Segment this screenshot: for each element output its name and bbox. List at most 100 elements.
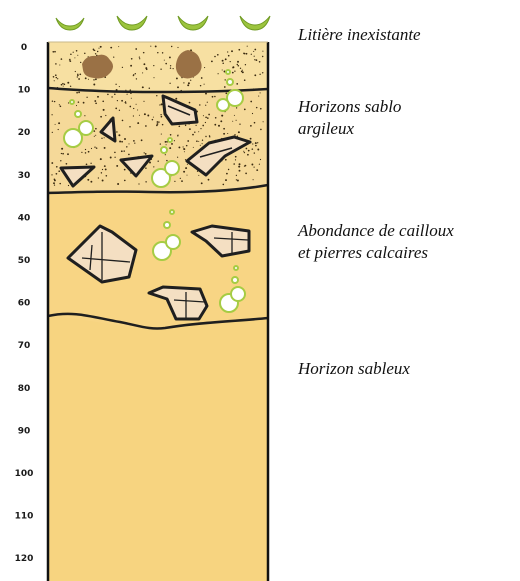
speckle: [95, 135, 96, 136]
speckle: [51, 174, 52, 175]
speckle: [205, 93, 207, 95]
speckle: [178, 125, 180, 127]
speckle: [104, 137, 105, 138]
speckle: [174, 140, 175, 141]
speckle: [200, 128, 201, 129]
speckle: [228, 169, 229, 170]
speckle: [157, 121, 159, 123]
speckle: [215, 117, 217, 119]
speckle: [254, 152, 255, 153]
speckle: [209, 135, 210, 136]
pore-bubble: [226, 70, 230, 74]
speckle: [208, 179, 210, 181]
speckle: [131, 58, 133, 60]
speckle: [192, 134, 194, 136]
speckle: [139, 56, 140, 57]
speckle: [110, 157, 112, 159]
speckle: [123, 150, 124, 151]
pore-bubble: [166, 235, 180, 249]
speckle: [75, 71, 76, 72]
speckle: [117, 100, 118, 101]
speckle: [128, 154, 130, 156]
speckle: [115, 84, 116, 85]
speckle: [139, 115, 140, 116]
speckle: [248, 150, 250, 152]
speckle: [214, 56, 216, 58]
speckle: [139, 58, 140, 59]
speckle: [90, 163, 91, 164]
speckle: [153, 166, 154, 167]
speckle: [174, 181, 175, 182]
annotation-text: Litière inexistante: [298, 24, 518, 46]
speckle: [222, 69, 223, 70]
speckle: [63, 86, 64, 87]
speckle: [94, 50, 95, 51]
speckle: [200, 145, 201, 146]
speckle: [214, 124, 216, 126]
speckle: [189, 102, 191, 104]
speckle: [161, 134, 162, 135]
speckle: [222, 60, 224, 62]
grass-tuft-icon: [56, 18, 84, 30]
speckle: [150, 46, 151, 47]
speckle: [133, 115, 134, 116]
speckle: [87, 179, 89, 181]
speckle: [202, 125, 204, 127]
speckle: [100, 116, 102, 118]
speckle: [190, 80, 191, 81]
annotation-sandy-clay: Horizons sablo argileux: [298, 96, 518, 140]
pore-bubble: [168, 138, 172, 142]
speckle: [236, 179, 237, 180]
speckle: [102, 180, 104, 182]
speckle: [62, 83, 64, 85]
speckle: [187, 164, 188, 165]
speckle: [256, 107, 257, 108]
speckle: [114, 157, 115, 158]
speckle: [56, 173, 58, 175]
depth-tick-label: 110: [15, 512, 34, 522]
speckle: [145, 181, 146, 182]
speckle: [143, 101, 144, 102]
pore-bubble: [232, 277, 238, 283]
speckle: [177, 86, 179, 88]
speckle: [77, 76, 78, 77]
speckle: [145, 167, 147, 169]
speckle: [262, 51, 263, 52]
speckle: [260, 92, 261, 93]
speckle: [161, 103, 163, 105]
depth-tick-label: 30: [18, 171, 31, 181]
speckle: [68, 185, 69, 186]
speckle: [88, 151, 90, 153]
speckle: [236, 120, 237, 121]
speckle: [177, 157, 178, 158]
speckle: [76, 105, 77, 106]
speckle: [145, 125, 147, 127]
pore-bubble: [164, 222, 170, 228]
speckle: [225, 92, 227, 94]
speckle: [84, 115, 85, 116]
speckle: [250, 138, 252, 140]
speckle: [199, 104, 200, 105]
speckle: [157, 160, 158, 161]
speckle: [147, 115, 149, 117]
speckle: [98, 48, 99, 49]
speckle: [222, 62, 224, 64]
speckle: [170, 67, 171, 68]
speckle: [97, 96, 99, 98]
speckle: [169, 83, 170, 84]
speckle: [232, 72, 234, 74]
speckle: [184, 151, 185, 152]
speckle: [55, 124, 56, 125]
speckle: [144, 113, 146, 115]
speckle: [84, 53, 85, 54]
speckle: [142, 86, 144, 88]
speckle: [59, 183, 60, 184]
speckle: [54, 179, 56, 181]
annotation-sandy: Horizon sableux: [298, 358, 518, 380]
speckle: [187, 140, 189, 142]
speckle: [166, 144, 167, 145]
speckle: [155, 45, 157, 47]
speckle: [201, 77, 203, 79]
speckle: [238, 166, 240, 168]
speckle: [122, 67, 123, 68]
